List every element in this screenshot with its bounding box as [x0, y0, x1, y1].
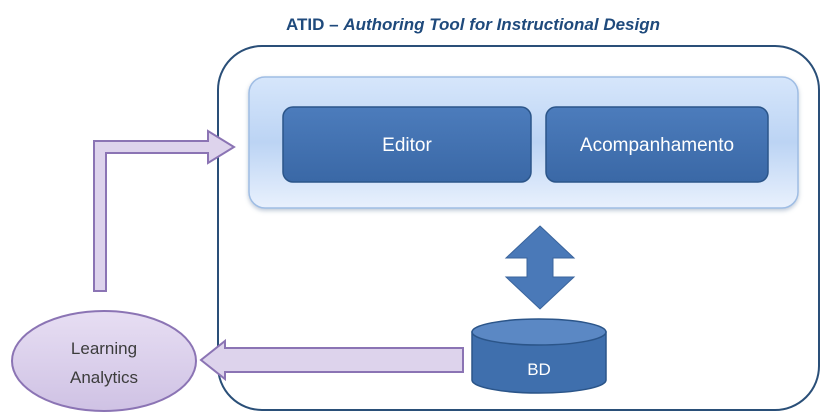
title-prefix: ATID –: [286, 15, 343, 34]
diagram-title: ATID – Authoring Tool for Instructional …: [286, 15, 660, 34]
learning-analytics-line2: Analytics: [70, 368, 138, 387]
database-cylinder: [471, 318, 607, 394]
bidirectional-arrow: [504, 225, 576, 310]
analytics-to-panel-arrow: [93, 129, 236, 292]
learning-analytics-ellipse: [11, 310, 197, 412]
editor-label: Editor: [382, 135, 432, 156]
editor-box: [282, 106, 532, 183]
database-label: BD: [527, 360, 551, 379]
bd-to-analytics-arrow: [199, 338, 464, 382]
acompanhamento-label: Acompanhamento: [580, 135, 734, 156]
title-italic: Authoring Tool for Instructional Design: [342, 15, 660, 34]
acompanhamento-box: [545, 106, 769, 183]
learning-analytics-line1: Learning: [71, 339, 137, 358]
